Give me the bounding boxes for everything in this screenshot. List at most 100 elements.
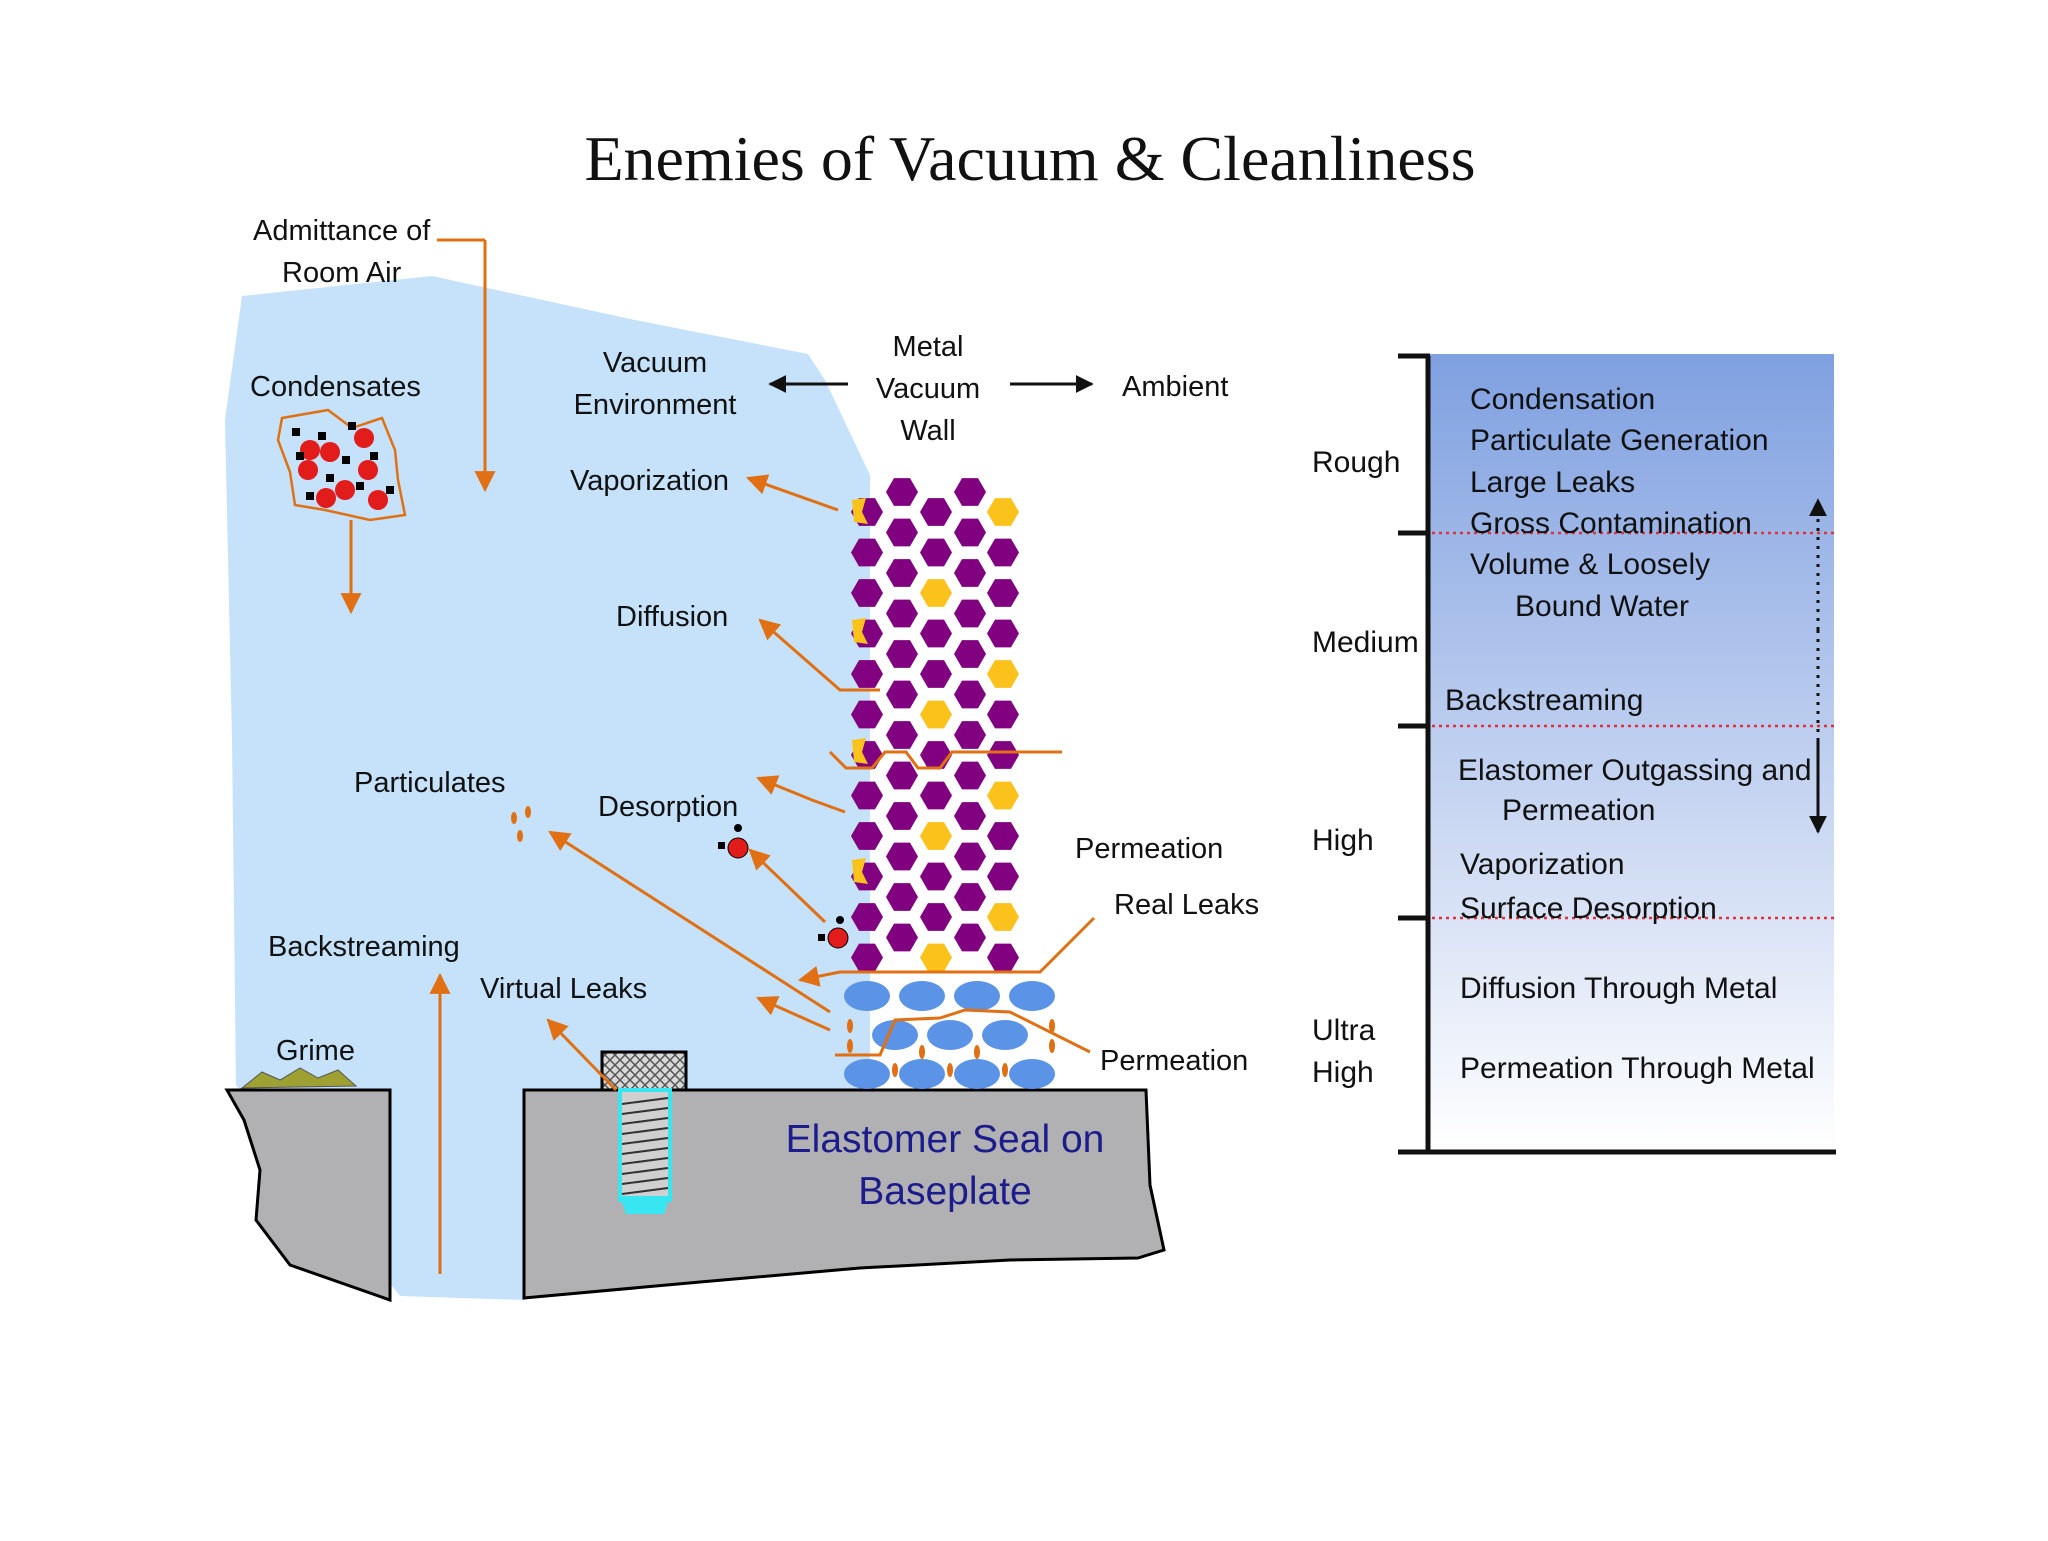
metal-atom-hex (886, 640, 918, 668)
label-ambient: Ambient (1122, 371, 1228, 403)
permeant-molecule (974, 1045, 980, 1059)
label-seal-2: Baseplate (858, 1170, 1031, 1213)
label-backstreaming: Backstreaming (268, 931, 460, 963)
condensate-molecule (326, 474, 334, 482)
condensate-particle (358, 460, 378, 480)
bolt-thread (621, 1157, 669, 1165)
metal-atom-hex (851, 660, 883, 688)
metal-atom-hex (886, 680, 918, 709)
metal-atom-hex (920, 862, 952, 891)
metal-atom-hex (987, 498, 1019, 526)
condensate-molecule (348, 422, 356, 430)
high-item-vaporization: Vaporization (1460, 848, 1625, 881)
label-diffusion: Diffusion (616, 601, 728, 633)
label-virtual-leaks: Virtual Leaks (480, 973, 647, 1005)
virtual-leak-arrow (546, 1018, 618, 1092)
label-metal-2: Vacuum (876, 373, 980, 405)
vacuum-region (225, 276, 870, 1300)
metal-atom-hex (886, 478, 918, 506)
metal-atom-hex (920, 579, 952, 607)
bolt (600, 1050, 688, 1214)
metal-atom-hex (886, 802, 918, 830)
level-ultra-high-1: Ultra (1312, 1014, 1376, 1047)
vaporization-arrow (746, 474, 839, 512)
metal-atom-hex (886, 883, 918, 911)
baseplate-left (224, 1088, 392, 1303)
surface-impurity (852, 738, 868, 764)
condensate-particle (335, 480, 355, 500)
metal-atom-hex (954, 478, 986, 506)
permeant-molecule (1002, 1063, 1008, 1077)
condensate-particle (354, 428, 374, 448)
rough-item-particulate-generation: Particulate Generation (1470, 424, 1769, 457)
metal-atom-hex (954, 923, 986, 952)
high-item-elastomer-outgassing: Elastomer Outgassing and (1458, 754, 1812, 787)
elastomer-seal (844, 981, 1055, 1089)
bolt-thread (621, 1117, 669, 1125)
condensate-particle (300, 440, 320, 460)
real-leak-line (797, 916, 1096, 987)
surface-impurity (852, 858, 868, 884)
metal-atom-hex (987, 822, 1019, 850)
metal-atom-hex (886, 923, 918, 952)
surface-impurity (852, 498, 868, 524)
condensate-molecule (342, 456, 350, 464)
metal-atom-hex (987, 943, 1019, 972)
seal-cell (1009, 1059, 1055, 1089)
metal-atom-hex (987, 619, 1019, 648)
metal-atom-hex (920, 498, 952, 526)
bolt-thread (621, 1107, 669, 1115)
seal-cell (982, 1020, 1028, 1050)
label-vaporization: Vaporization (570, 465, 729, 497)
metal-atom-hex (886, 842, 918, 871)
metal-atom-hex (886, 518, 918, 547)
condensate-molecule (356, 482, 364, 490)
condensate-molecule (318, 432, 326, 440)
bolt-thread (621, 1137, 669, 1145)
medium-item-bound-water: Bound Water (1515, 590, 1689, 623)
metal-atom-hex (851, 579, 883, 607)
bolt-thread (621, 1147, 669, 1155)
label-desorption: Desorption (598, 791, 738, 823)
particulates-blobs (511, 806, 531, 842)
high-item-surface-desorption: Surface Desorption (1460, 892, 1717, 925)
label-permeation-wall: Permeation (1075, 833, 1223, 865)
label-seal-1: Elastomer Seal on (786, 1118, 1105, 1161)
metal-atom-hex (920, 538, 952, 567)
level-high: High (1312, 824, 1374, 857)
condensates-particles (292, 422, 394, 510)
metal-atom-hex (987, 538, 1019, 567)
condensate-molecule (292, 428, 300, 436)
label-particulates: Particulates (354, 767, 506, 799)
permeant-molecule (947, 1063, 953, 1077)
metal-atom-hex (987, 862, 1019, 891)
level-medium: Medium (1312, 626, 1419, 659)
desorption-particle-2 (818, 916, 849, 949)
high-item-permeation: Permeation (1502, 794, 1655, 827)
metal-atom-hex (954, 802, 986, 830)
seal-cell (954, 1059, 1000, 1089)
level-ultra-high-2: High (1312, 1056, 1374, 1089)
metal-atom-hex (851, 700, 883, 729)
pressure-scale-gradient (1428, 354, 1834, 1152)
label-permeation-seal: Permeation (1100, 1045, 1248, 1077)
metal-atom-hex (987, 660, 1019, 688)
bolt-thread (621, 1187, 669, 1195)
particulate-arrow (548, 830, 831, 1014)
medium-item-backstreaming: Backstreaming (1445, 684, 1643, 717)
metal-atom-hex (987, 700, 1019, 729)
condensate-molecule (296, 452, 304, 460)
metal-atom-hex (886, 599, 918, 628)
metal-atom-hex (987, 741, 1019, 769)
bolt-thread (621, 1167, 669, 1175)
metal-atom-hex (987, 781, 1019, 810)
label-grime: Grime (276, 1035, 355, 1067)
metal-atom-hex (920, 741, 952, 769)
metal-atom-hex (886, 559, 918, 587)
rough-item-condensation: Condensation (1470, 383, 1655, 416)
seal-leak-arrow (756, 996, 831, 1032)
label-metal-1: Metal (893, 331, 964, 363)
seal-cell (954, 981, 1000, 1011)
